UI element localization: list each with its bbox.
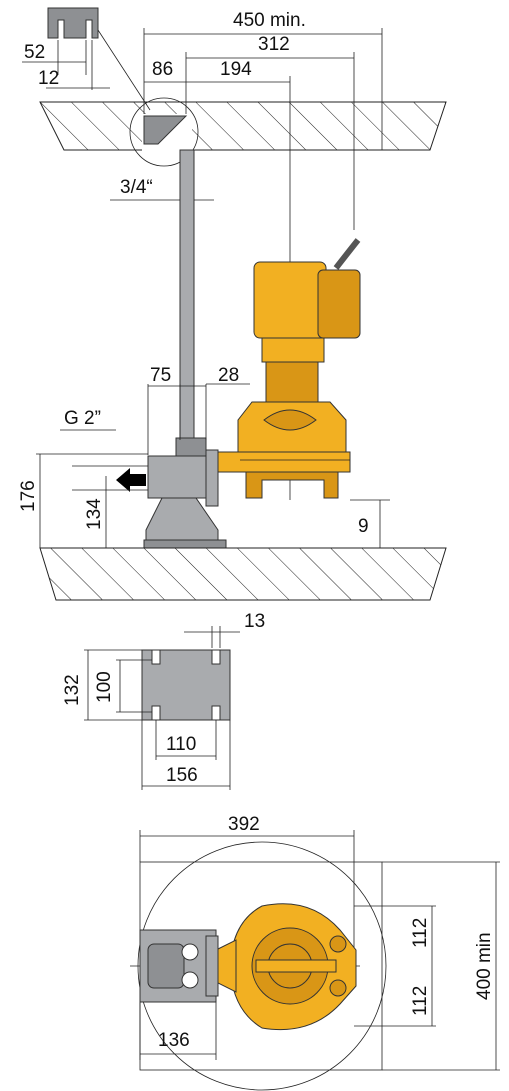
dim-guide-offset: 86 [152, 59, 173, 80]
floor [39, 547, 447, 601]
dim-plan-half-lower: 112 [410, 986, 431, 1016]
dim-pump-axis: 312 [258, 34, 290, 55]
dim-rail-width: 52 [24, 42, 45, 63]
dim-base-depth-outer: 132 [62, 674, 83, 706]
side-dimension-lines [36, 383, 390, 548]
pump-top-view [215, 903, 357, 1031]
dim-base-left: 75 [150, 365, 171, 386]
upper-wall [39, 97, 447, 167]
coupling-side [143, 437, 227, 549]
dim-wall-distance: 450 min. [233, 10, 306, 31]
dim-guide-pipe: 3/4“ [120, 177, 153, 198]
dim-overall-height: 176 [18, 480, 39, 512]
base-plate-top-view [84, 626, 240, 790]
rail-profile [22, 7, 151, 111]
dim-rail-slot: 12 [38, 68, 59, 89]
dim-outlet-height: 134 [84, 498, 105, 530]
pump-side-view [205, 238, 361, 499]
dim-hole-spacing: 13 [244, 611, 265, 632]
arrow-left-icon [116, 468, 146, 492]
dim-plan-length: 392 [228, 814, 260, 835]
dim-base-width: 156 [166, 765, 198, 786]
dim-bottom-clearance: 9 [358, 516, 369, 537]
dim-outlet-thread: G 2” [64, 408, 101, 429]
coupling-top-view [139, 929, 219, 1003]
dim-base-right: 28 [218, 365, 239, 386]
dim-base-depth-inner: 100 [94, 671, 115, 703]
dim-base-hole-width: 110 [166, 734, 196, 755]
dim-pipe-axis: 194 [220, 59, 252, 80]
dim-plan-half-upper: 112 [410, 918, 431, 948]
dim-plan-width: 400 min [474, 932, 495, 1000]
dim-plan-base: 136 [158, 1030, 190, 1051]
